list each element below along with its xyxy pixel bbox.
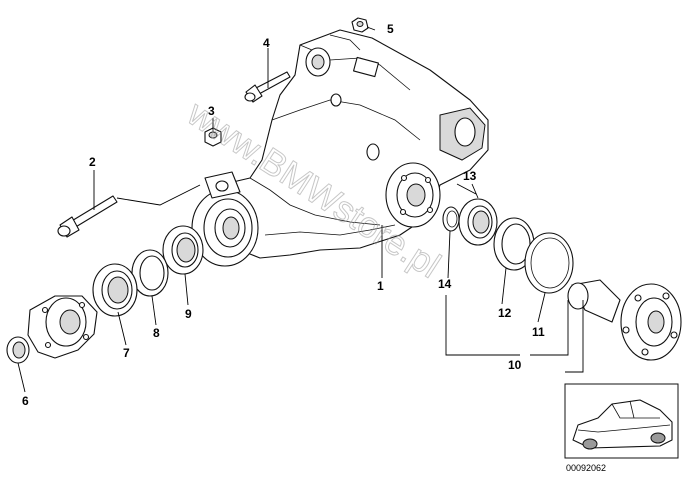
ring-14[interactable]: [442, 206, 460, 232]
callout-7: 7: [123, 346, 130, 360]
nut-5[interactable]: [351, 17, 369, 33]
callout-5: 5: [387, 22, 394, 36]
bolt-4[interactable]: [244, 71, 291, 103]
callout-3: 3: [208, 104, 215, 118]
callout-12: 12: [498, 306, 512, 320]
vehicle-thumbnail: [564, 383, 679, 459]
seal-6[interactable]: [6, 336, 30, 364]
callout-1: 1: [377, 279, 384, 293]
nut-3[interactable]: [204, 127, 222, 147]
differential-housing[interactable]: [191, 29, 489, 267]
ring-11[interactable]: [524, 232, 574, 294]
callout-6: 6: [22, 394, 29, 408]
callout-14: 14: [438, 277, 452, 291]
seal-9[interactable]: [162, 225, 204, 275]
leader-lines: [17, 26, 584, 393]
ring-8[interactable]: [131, 249, 169, 297]
seal-13[interactable]: [458, 198, 498, 246]
output-shaft[interactable]: [567, 279, 682, 361]
callout-10: 10: [508, 358, 522, 372]
bolt-2[interactable]: [57, 195, 118, 238]
callout-4: 4: [263, 36, 270, 50]
diagram-code: 00092062: [566, 463, 606, 473]
callout-11: 11: [532, 325, 545, 339]
callout-9: 9: [185, 307, 192, 321]
callout-8: 8: [153, 326, 160, 340]
callout-numbers: 1 2 3 4 5 6 7 8 9 10 11 12 13 14: [22, 22, 545, 408]
ring-12[interactable]: [493, 217, 535, 271]
bearing-7[interactable]: [92, 263, 138, 317]
callout-13: 13: [463, 169, 477, 183]
input-flange[interactable]: [27, 295, 98, 359]
callout-2: 2: [89, 155, 96, 169]
